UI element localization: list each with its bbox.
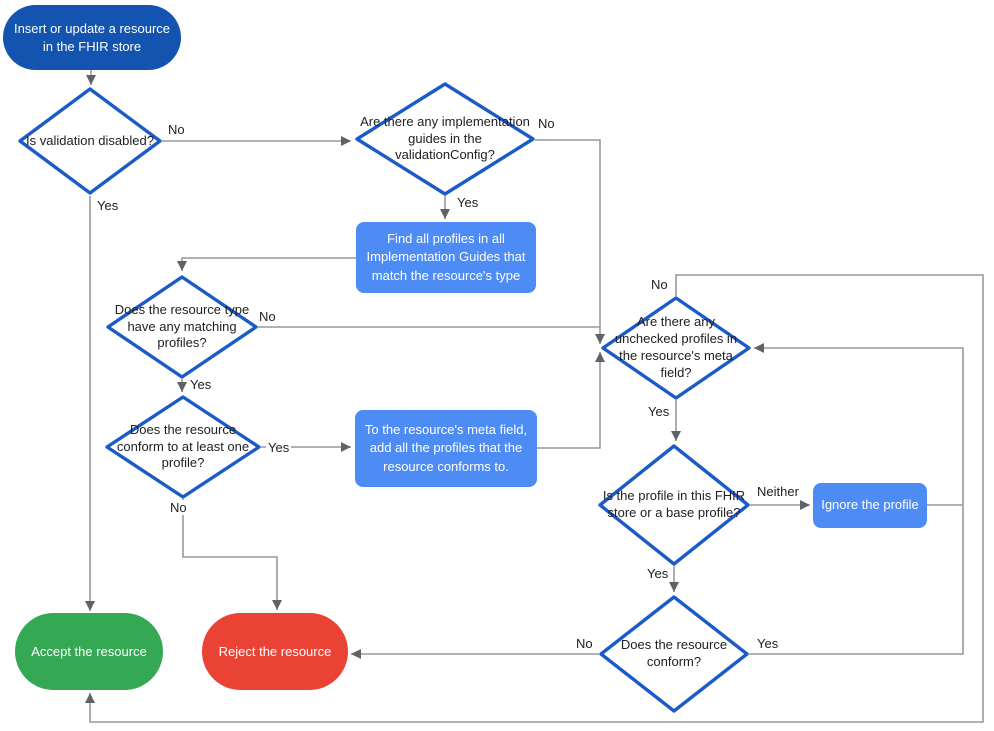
- edge-label-matching-no: No: [257, 309, 278, 324]
- decision-label: Are there any unchecked profiles in the …: [614, 314, 738, 380]
- decision-label: Is the profile in this FHIR store or a b…: [602, 488, 746, 520]
- diamond-shape: [598, 444, 750, 566]
- decision-label: Is validation disabled?: [26, 132, 154, 148]
- edge-label-guides-no: No: [536, 116, 557, 131]
- edge-label-validation-no: No: [166, 122, 187, 137]
- edge-label-validation-yes: Yes: [95, 198, 121, 213]
- decision-label: Does the resource conform?: [620, 637, 728, 669]
- decision-any-implementation-guides: Are there any implementation guides in t…: [355, 82, 535, 196]
- diamond-shape: [105, 395, 261, 499]
- decision-conforms-one-profile: Does the resource conform to at least on…: [105, 395, 261, 499]
- start-node-label: Insert or update a resource in the FHIR …: [13, 20, 171, 54]
- edge-label-guides-yes: Yes: [455, 195, 481, 210]
- decision-is-validation-disabled: Is validation disabled?: [18, 87, 162, 195]
- edge-label-profile-store-yes: Yes: [645, 566, 671, 581]
- process-add-profiles: To the resource's meta field, add all th…: [355, 410, 537, 487]
- decision-matching-profiles: Does the resource type have any matching…: [106, 275, 258, 379]
- accept-node: Accept the resource: [15, 613, 163, 690]
- reject-node: Reject the resource: [202, 613, 348, 690]
- start-node: Insert or update a resource in the FHIR …: [3, 5, 181, 70]
- process-find-profiles: Find all profiles in all Implementation …: [356, 222, 536, 293]
- diamond-shape: [355, 82, 535, 196]
- process-label: Ignore the profile: [821, 497, 919, 513]
- process-ignore-profile: Ignore the profile: [813, 483, 927, 528]
- diamond-shape: [106, 275, 258, 379]
- edge-label-profile-neither: Neither: [755, 484, 801, 499]
- diamond-shape: [18, 87, 162, 195]
- reject-node-label: Reject the resource: [218, 643, 332, 659]
- diamond-shape: [599, 595, 749, 713]
- edge-label-conforms-no: No: [574, 636, 595, 651]
- decision-profile-in-store: Is the profile in this FHIR store or a b…: [598, 444, 750, 566]
- diamond-shape: [601, 296, 751, 400]
- edge-label-unchecked-no: No: [649, 277, 670, 292]
- process-label: To the resource's meta field, add all th…: [364, 422, 528, 474]
- accept-node-label: Accept the resource: [31, 643, 147, 659]
- edge-label-unchecked-yes: Yes: [646, 404, 672, 419]
- edge-label-conforms-one-no: No: [168, 500, 189, 515]
- edge-label-matching-yes: Yes: [188, 377, 214, 392]
- decision-label: Are there any implementation guides in t…: [360, 113, 530, 163]
- decision-label: Does the resource conform to at least on…: [116, 421, 250, 471]
- decision-label: Does the resource type have any matching…: [114, 301, 250, 351]
- edge-label-conforms-yes: Yes: [755, 636, 781, 651]
- edge-label-conforms-one-yes: Yes: [266, 440, 292, 455]
- decision-resource-conforms: Does the resource conform?: [599, 595, 749, 713]
- decision-unchecked-profiles: Are there any unchecked profiles in the …: [601, 296, 751, 400]
- process-label: Find all profiles in all Implementation …: [366, 231, 526, 283]
